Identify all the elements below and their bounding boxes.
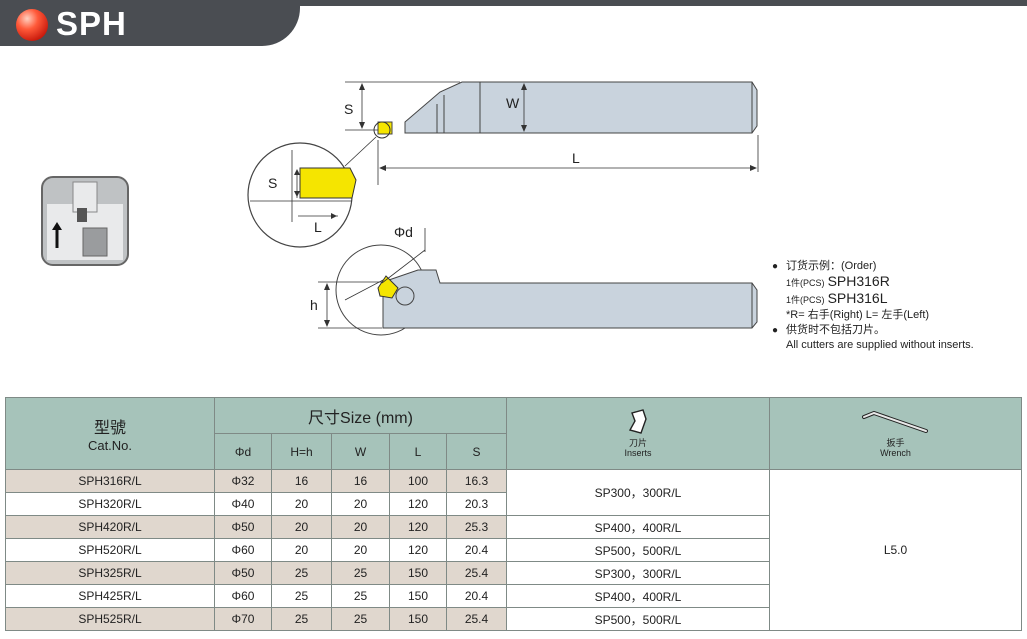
order-title: 订货示例：(Order)	[786, 260, 877, 272]
order-code-2: SPH316L	[827, 290, 888, 306]
table-row: SPH525R/L Φ70 25 25 150 25.4 SP500，500R/…	[5, 607, 1022, 631]
tool-side-view	[318, 228, 758, 336]
dim-l-label: L	[572, 150, 580, 166]
insert-cell: SP300，300R/L	[506, 469, 770, 516]
insert-icon	[628, 409, 647, 434]
order-notes: ● 订货示例：(Order) 1件(PCS) SPH316R 1件(PCS) S…	[772, 259, 974, 353]
inserts-header: 刀片 Inserts	[506, 397, 770, 470]
supply-note-cn: 供货时不包括刀片。	[786, 324, 885, 336]
insert-cell: SP500，500R/L	[506, 538, 770, 562]
insert-cell: SP300，300R/L	[506, 561, 770, 585]
mounting-inset-icon	[47, 181, 123, 260]
table-row: SPH325R/L Φ50 25 25 150 25.4 SP300，300R/…	[5, 561, 1022, 585]
insert-cell: SP400，400R/L	[506, 515, 770, 539]
col-header-l: L	[389, 433, 447, 470]
dim-h-label: h	[310, 297, 318, 313]
table-row: SPH425R/L Φ60 25 25 150 20.4 SP400，400R/…	[5, 584, 1022, 608]
hand-note: *R= 右手(Right) L= 左手(Left)	[786, 309, 930, 321]
table-row: SPH520R/L Φ60 20 20 120 20.4 SP500，500R/…	[5, 538, 1022, 562]
dim-s-label: S	[344, 101, 353, 117]
order-line-1: 1件(PCS) SPH316R	[786, 273, 890, 289]
section-tab: SPH	[0, 0, 300, 46]
tool-top-view	[344, 81, 759, 185]
wrench-cell: L5.0	[769, 469, 1022, 631]
header-bar	[0, 0, 1027, 6]
catno-header: 型號 Cat.No.	[5, 397, 215, 470]
col-header-h: H=h	[271, 433, 332, 470]
tool-drawing: S W L S L Φd h	[247, 81, 759, 336]
col-header-w: W	[331, 433, 390, 470]
detail-s-label: S	[268, 175, 277, 191]
wrench-header: 扳手 Wrench	[769, 397, 1022, 470]
bullet-icon: ●	[772, 325, 779, 336]
insert-cell: SP500，500R/L	[506, 607, 770, 631]
order-line-2: 1件(PCS) SPH316L	[786, 290, 888, 306]
insert-detail	[247, 142, 357, 248]
red-ball-icon	[16, 9, 48, 41]
mounting-inset	[41, 176, 129, 266]
supply-note-en: All cutters are supplied without inserts…	[786, 339, 974, 351]
col-header-d: Φd	[214, 433, 272, 470]
table-row: SPH420R/L Φ50 20 20 120 25.3 SP400，400R/…	[5, 515, 1022, 539]
order-code-1: SPH316R	[827, 273, 890, 289]
table-row: SPH316R/L Φ32 16 16 100 16.3 SP300，300R/…	[5, 469, 1022, 631]
wrench-icon	[861, 410, 928, 433]
supply-cn-row: ● 供货时不包括刀片。	[772, 323, 974, 338]
spec-table: 型號 Cat.No. 尺寸Size (mm) 刀片 Inserts 扳手 Wre…	[5, 397, 1022, 631]
order-title-row: ● 订货示例：(Order)	[772, 259, 974, 274]
size-header: 尺寸Size (mm)	[214, 397, 507, 434]
table-row: SPH320R/L Φ40 20 20 120 20.3	[5, 492, 1022, 516]
bullet-icon: ●	[772, 261, 779, 272]
col-header-s: S	[446, 433, 507, 470]
insert-cell: SP400，400R/L	[506, 584, 770, 608]
phi-d-label: Φd	[394, 224, 413, 240]
detail-l-label: L	[314, 219, 322, 235]
page-title: SPH	[56, 5, 127, 42]
dim-w-label: W	[506, 95, 520, 111]
